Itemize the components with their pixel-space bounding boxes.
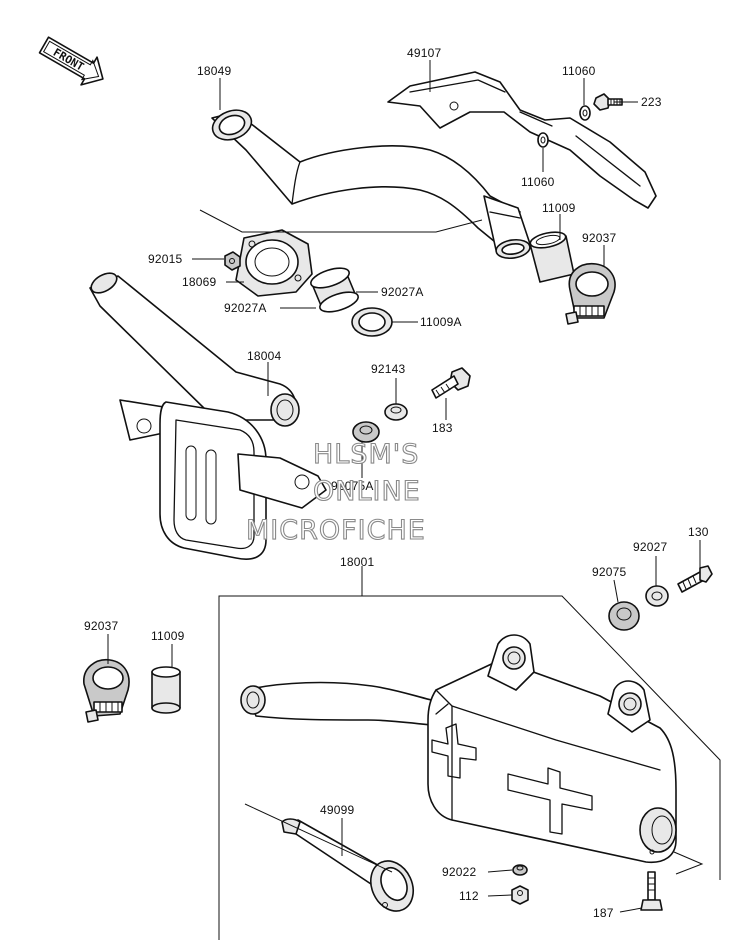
callout-11009A: 11009A: [420, 315, 462, 329]
callout-11009-bottom: 11009: [151, 629, 185, 643]
callout-18004: 18004: [247, 349, 281, 363]
collar-92027A: [310, 267, 359, 313]
callout-18049: 18049: [197, 64, 231, 78]
front-direction-arrow: FRONT: [38, 36, 104, 86]
bolt-183: [431, 367, 471, 399]
callout-92037-bottom: 92037: [84, 619, 118, 633]
bolt-187: [640, 871, 663, 911]
callout-92075A: 92075A: [331, 479, 374, 493]
spark-arrester-49099: [281, 818, 414, 912]
head-pipe-18049: [211, 109, 531, 260]
callout-183: 183: [432, 421, 453, 435]
callout-92027A-right: 92027A: [381, 285, 424, 299]
callout-223: 223: [641, 95, 662, 109]
cushion-92075A: [352, 421, 380, 443]
callout-187: 187: [593, 906, 614, 920]
gasket-11009A: [351, 307, 393, 337]
watermark-line-3: MICROFICHE: [246, 515, 426, 546]
callout-92027: 92027: [633, 540, 667, 554]
gasket-11009-top: [529, 231, 575, 283]
callout-labels: 18049 49107 11060 223 11060 11009 92037 …: [84, 46, 709, 920]
callout-11009-top: 11009: [542, 201, 576, 215]
callout-18069: 18069: [182, 275, 216, 289]
leader-lines: [107, 60, 704, 913]
assembly-outline-18001: [218, 595, 721, 940]
callout-92143: 92143: [371, 362, 405, 376]
gasket-11009-bottom: [151, 666, 181, 714]
washer-11060-bottom: [537, 132, 549, 148]
washer-92022: [512, 864, 528, 876]
nut-112: [511, 885, 529, 905]
watermark: HLSM'S ONLINE MICROFICHE: [245, 438, 426, 546]
flange-18069: [235, 229, 313, 297]
callout-49107: 49107: [407, 46, 441, 60]
collar-92143: [384, 403, 408, 421]
collar-92027: [645, 585, 669, 607]
callout-130: 130: [688, 525, 709, 539]
clamp-92037-bottom: [83, 659, 130, 723]
callout-11060-bottom: 11060: [521, 175, 555, 189]
callout-112: 112: [459, 889, 479, 903]
silencer-18004: [89, 272, 327, 560]
callout-18001: 18001: [340, 555, 374, 569]
bolt-130: [677, 565, 713, 593]
callout-92037-top: 92037: [582, 231, 616, 245]
callout-92075: 92075: [592, 565, 626, 579]
watermark-line-2: ONLINE: [313, 476, 421, 507]
nut-92015: [224, 251, 241, 271]
muffler-18001: [240, 634, 677, 864]
watermark-line-1: HLSM'S: [313, 439, 419, 470]
callout-49099: 49099: [320, 803, 354, 817]
callout-92027A-left: 92027A: [224, 301, 267, 315]
clamp-92037-top: [565, 263, 616, 325]
callout-92022: 92022: [442, 865, 476, 879]
callout-92015: 92015: [148, 252, 182, 266]
cushion-92075: [608, 601, 640, 631]
callout-11060-top: 11060: [562, 64, 596, 78]
washer-11060-top: [579, 105, 591, 121]
